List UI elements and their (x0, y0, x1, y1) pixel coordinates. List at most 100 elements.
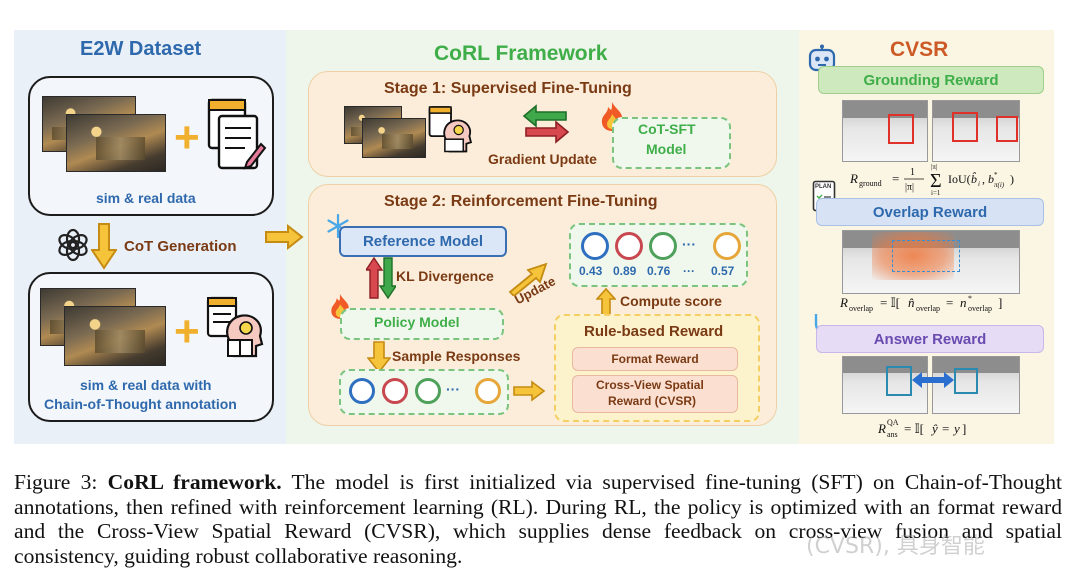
scene-image (362, 118, 426, 158)
answer-reward-banner: Answer Reward (816, 325, 1044, 353)
robot-icon (808, 44, 836, 72)
score-value: 0.89 (613, 264, 637, 278)
kl-arrows-icon (366, 256, 396, 300)
svg-text:i=1: i=1 (931, 189, 941, 196)
svg-text:overlap: overlap (968, 304, 992, 313)
policy-model-box (340, 308, 504, 340)
scene-image (64, 306, 166, 366)
bbox-red (952, 112, 978, 142)
score-ellipsis: ··· (682, 236, 696, 252)
score-value: 0.57 (711, 264, 735, 278)
score-circle-blue (581, 232, 609, 260)
svg-text:=: = (946, 295, 953, 310)
svg-text:overlap: overlap (849, 304, 873, 313)
svg-text:overlap: overlap (916, 304, 940, 313)
svg-text:= 𝕀[: = 𝕀[ (904, 421, 924, 436)
plan-label: PLAN (815, 184, 832, 190)
arrow-down-icon (367, 341, 391, 374)
arrow-down-icon (91, 223, 117, 270)
response-ellipsis: ··· (446, 381, 460, 397)
reference-model-box: Reference Model (339, 226, 507, 257)
formula-overlap: R overlap = 𝕀[ n̂ overlap = n * overlap … (840, 294, 1002, 313)
format-reward-box: Format Reward (572, 347, 738, 371)
kl-divergence-label: KL Divergence (396, 268, 494, 284)
formula-grounding: R ground = 1 |π| Σ |π| i=1 IoU( b̂ i , b… (849, 163, 1014, 196)
arrow-update-icon (508, 262, 548, 296)
document-head-icon (428, 106, 473, 153)
overlap-dashed-box (892, 240, 960, 272)
svg-text:R: R (849, 171, 858, 186)
annotated-data-label-line1: sim & real data with (80, 377, 212, 393)
bbox-blue (954, 368, 978, 394)
svg-text:R: R (840, 295, 848, 310)
score-circle-green (649, 232, 677, 260)
svg-text:b: b (988, 172, 994, 186)
response-circle-blue (349, 378, 375, 404)
cvsr-reward-line2: Reward (CVSR) (608, 394, 697, 408)
formula-answer: R QA ans = 𝕀[ ŷ = y ] (878, 418, 966, 439)
document-head-icon (206, 296, 264, 358)
svg-text:i: i (978, 180, 980, 188)
stage2-title: Stage 2: Reinforcement Fine-Tuning (384, 193, 658, 210)
svg-text:,: , (982, 172, 985, 186)
svg-text:=: = (892, 171, 899, 186)
e2w-title: E2W Dataset (80, 38, 202, 60)
cvsr-title: CVSR (890, 38, 949, 61)
policy-model-label: Policy Model (374, 314, 460, 330)
svg-text:n̂: n̂ (908, 295, 915, 310)
score-value: ··· (683, 264, 695, 278)
svg-text:|π|: |π| (905, 182, 914, 193)
svg-text:n: n (960, 295, 967, 310)
cot-sft-model-box (612, 117, 731, 169)
svg-text:b̂: b̂ (971, 172, 977, 186)
sample-responses-label: Sample Responses (392, 348, 521, 364)
gpt-logo-icon (58, 228, 88, 262)
cvsr-reward-box (572, 375, 738, 413)
scene-image (66, 114, 166, 172)
annotated-data-label-line2: Chain-of-Thought annotation (44, 396, 237, 412)
gradient-update-label: Gradient Update (488, 151, 597, 167)
watermark: (CVSR), 具身智能 (806, 534, 985, 559)
overlap-reward-banner: Overlap Reward (816, 198, 1044, 226)
score-circle-orange (713, 232, 741, 260)
compute-score-label: Compute score (620, 293, 722, 309)
svg-text:*: * (968, 294, 972, 303)
svg-text:QA: QA (887, 418, 899, 427)
response-circle-orange (475, 378, 501, 404)
grounding-view-left (842, 100, 928, 162)
svg-text:y: y (952, 421, 960, 436)
corl-title: CoRL Framework (434, 42, 608, 65)
figure-caption: Figure 3: CoRL framework. The model is f… (14, 470, 1062, 568)
score-value: 0.43 (579, 264, 603, 278)
bbox-blue (886, 366, 912, 396)
cot-generation-label: CoT Generation (124, 238, 237, 255)
arrow-right-icon (265, 224, 304, 250)
cot-sft-line1: CoT-SFT (638, 121, 696, 137)
caption-lead: Figure 3: (14, 470, 108, 494)
caption-bold: CoRL framework. (107, 470, 282, 494)
bbox-red (996, 116, 1018, 142)
svg-text:=: = (942, 421, 949, 436)
plus-icon: + (174, 307, 200, 356)
response-circle-green (415, 378, 441, 404)
svg-text:= 𝕀[: = 𝕀[ (880, 295, 900, 310)
svg-text:): ) (1010, 172, 1014, 186)
svg-text:π(i): π(i) (994, 181, 1005, 189)
grounding-reward-banner: Grounding Reward (818, 66, 1044, 94)
sim-real-data-label: sim & real data (96, 190, 196, 206)
score-value: 0.76 (647, 264, 671, 278)
bbox-red (888, 114, 914, 144)
svg-text:ŷ: ŷ (930, 421, 938, 436)
rule-reward-title: Rule-based Reward (584, 323, 724, 340)
svg-text:*: * (994, 171, 998, 179)
svg-text:|π|: |π| (931, 163, 937, 171)
caption-body: The model is first initialized via super… (14, 470, 1062, 568)
svg-text:R: R (878, 421, 886, 436)
stage1-title: Stage 1: Supervised Fine-Tuning (384, 80, 632, 97)
swap-arrows-icon (522, 104, 570, 144)
svg-text:]: ] (962, 421, 966, 436)
score-circle-red (615, 232, 643, 260)
svg-text:IoU(: IoU( (948, 172, 971, 186)
svg-text:ground: ground (859, 179, 882, 188)
double-arrow-icon (912, 372, 954, 388)
